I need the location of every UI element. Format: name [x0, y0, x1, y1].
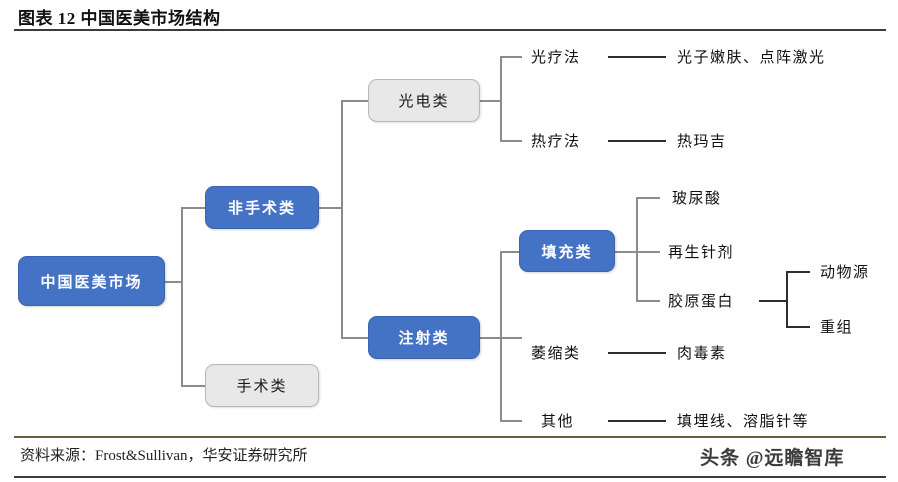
node-nonsurgical[interactable]: 非手术类	[205, 186, 319, 229]
connector-root-stem	[164, 281, 182, 283]
connector-photoelectric-bracket	[500, 56, 502, 141]
node-photoelectric[interactable]: 光电类	[368, 79, 480, 122]
connector-collagen-to-animal	[786, 271, 810, 273]
connector-nonsurgical-bracket	[341, 100, 343, 338]
footer-divider-bottom	[14, 476, 886, 478]
page-title: 图表 12 中国医美市场结构	[18, 9, 221, 28]
node-surgical[interactable]: 手术类	[205, 364, 319, 407]
connector-filler-to-ha	[636, 197, 660, 199]
label-thermage: 热玛吉	[677, 134, 727, 150]
label-recombinant: 重组	[820, 320, 854, 336]
label-regenerative-injection: 再生针剂	[668, 245, 735, 261]
connector-injection-to-other	[500, 420, 522, 422]
label-animal-source: 动物源	[820, 265, 870, 281]
watermark: 头条 @远瞻智库	[700, 448, 845, 469]
node-filler[interactable]: 填充类	[519, 230, 615, 272]
connector-thermotherapy-to-thermage	[608, 140, 666, 142]
connector-root-to-nonsurgical	[181, 207, 206, 209]
connector-collagen-bracket	[786, 271, 788, 327]
connector-nonsurgical-stem	[318, 207, 342, 209]
node-injection[interactable]: 注射类	[368, 316, 480, 359]
connector-photoelectric-stem	[479, 100, 501, 102]
connector-collagen-stem	[759, 300, 787, 302]
label-phototherapy: 光疗法	[531, 50, 581, 66]
node-root-china-medical-aesthetics-market[interactable]: 中国医美市场	[18, 256, 165, 306]
connector-nonsurgical-to-photoelectric	[341, 100, 369, 102]
connector-root-to-surgical	[181, 385, 206, 387]
footer-divider-top	[14, 436, 886, 438]
connector-root-bracket	[181, 207, 183, 386]
label-atrophy: 萎缩类	[531, 346, 581, 362]
figure-header: 图表 12 中国医美市场结构	[0, 0, 898, 30]
connector-injection-to-atrophy	[500, 337, 522, 339]
label-botulinum-toxin: 肉毒素	[677, 346, 727, 362]
connector-photoelectric-to-phototherapy	[500, 56, 522, 58]
connector-photoelectric-to-thermotherapy	[500, 140, 522, 142]
label-hyaluronic-acid: 玻尿酸	[672, 191, 722, 207]
connector-nonsurgical-to-injection	[341, 337, 369, 339]
connector-filler-bracket	[636, 197, 638, 301]
label-other-products: 填埋线、溶脂针等	[677, 414, 810, 430]
connector-injection-stem	[479, 337, 501, 339]
label-collagen: 胶原蛋白	[668, 294, 735, 310]
connector-atrophy-to-botox	[608, 352, 666, 354]
connector-other-to-products	[608, 420, 666, 422]
header-divider	[14, 29, 886, 31]
connector-injection-bracket	[500, 251, 502, 421]
connector-filler-to-regen	[636, 251, 660, 253]
connector-filler-stem	[613, 251, 637, 253]
connector-phototherapy-to-products	[608, 56, 666, 58]
connector-filler-to-collagen	[636, 300, 660, 302]
label-thermotherapy: 热疗法	[531, 134, 581, 150]
label-photo-products: 光子嫩肤、点阵激光	[677, 50, 826, 66]
source-note: 资料来源：Frost&Sullivan，华安证券研究所	[20, 448, 308, 464]
connector-injection-to-filler	[500, 251, 522, 253]
connector-collagen-to-recombinant	[786, 326, 810, 328]
label-other: 其他	[541, 414, 575, 430]
